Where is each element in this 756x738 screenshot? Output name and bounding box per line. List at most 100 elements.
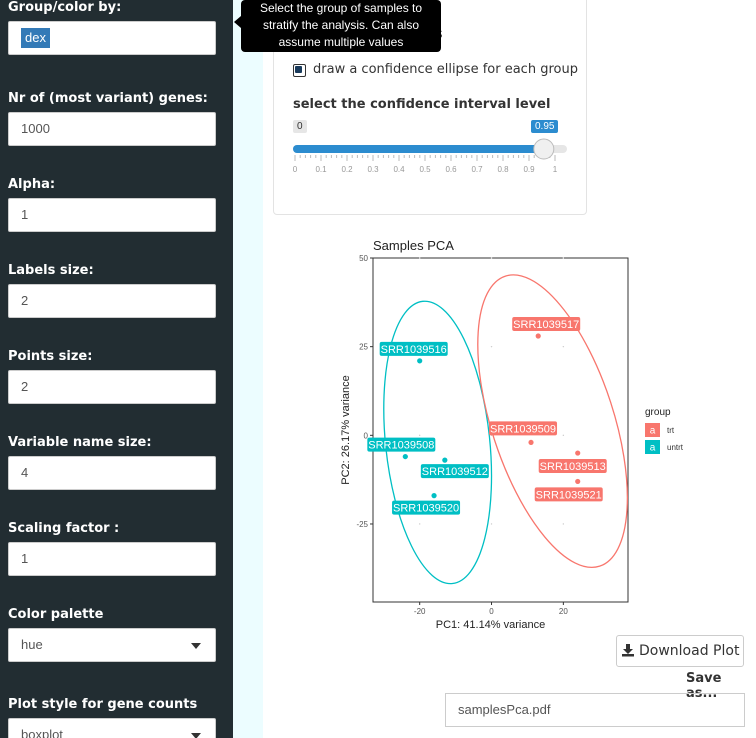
slider-min-bubble: 0 — [293, 120, 307, 133]
x-axis-label: PC1: 41.14% variance — [436, 619, 545, 630]
tooltip-arrow — [234, 16, 241, 28]
legend-label: untrt — [667, 443, 684, 452]
legend-key-symbol: a — [650, 443, 656, 454]
slider-tick-label: 0 — [293, 165, 298, 174]
data-point — [417, 358, 423, 364]
variable-name-size-input[interactable]: 4 — [8, 456, 216, 490]
data-point — [528, 439, 534, 446]
group-tag[interactable]: dex — [21, 28, 50, 48]
grid-dot — [490, 345, 493, 348]
scaling-factor-label: Scaling factor : — [8, 521, 120, 536]
legend-key — [645, 423, 660, 437]
alpha-label: Alpha: — [8, 177, 56, 192]
y-axis-label: PC2: 26.17% variance — [340, 375, 352, 484]
grid-dot — [418, 523, 421, 525]
x-tick-label: 20 — [559, 607, 568, 616]
x-tick-label: -20 — [414, 607, 426, 616]
grid-dot — [418, 434, 421, 437]
slider-fill — [293, 145, 544, 153]
data-point — [535, 333, 541, 339]
point-label: SRR1039516 — [381, 344, 447, 356]
points-size-input[interactable]: 2 — [8, 370, 216, 404]
point-label: SRR1039512 — [422, 466, 488, 478]
labels-size-input[interactable]: 2 — [8, 284, 216, 318]
tooltip-line: assume multiple values — [278, 35, 404, 49]
color-palette-select[interactable]: hue — [8, 628, 216, 662]
color-palette-value: hue — [21, 637, 43, 652]
point-label-box — [534, 487, 603, 502]
scaling-factor-input[interactable]: 1 — [8, 542, 216, 576]
plot-style-label: Plot style for gene counts — [8, 697, 198, 712]
slider-tick-label: 0.5 — [419, 165, 431, 174]
grid-dot — [562, 257, 565, 259]
grid-dot — [562, 345, 565, 348]
download-plot-label: Download Plot — [639, 643, 740, 659]
point-label-box — [538, 459, 607, 474]
tooltip-line: stratify the analysis. Can also — [262, 18, 420, 32]
data-point — [431, 493, 437, 499]
slider-value-bubble: 0.95 — [531, 120, 559, 133]
color-palette-label: Color palette — [8, 607, 104, 622]
slider-tick-label: 0.7 — [471, 165, 483, 174]
slider-handle[interactable] — [533, 138, 555, 160]
group-color-label: Group/color by: — [8, 0, 122, 15]
slider-heading: select the confidence interval level — [293, 97, 551, 112]
point-label-box — [367, 437, 436, 452]
point-label-box — [512, 317, 581, 332]
point-label-box — [379, 341, 448, 356]
legend-title: group — [645, 407, 671, 418]
slider-tick-label: 0.9 — [523, 165, 535, 174]
legend-key-symbol: a — [650, 426, 656, 437]
save-as-input[interactable]: samplesPca.pdf — [445, 693, 745, 727]
data-point — [575, 478, 581, 485]
point-label: SRR1039509 — [490, 423, 556, 435]
group-color-select[interactable]: dex — [8, 21, 216, 55]
chevron-down-icon — [191, 733, 201, 738]
slider-tick-label: 0.8 — [497, 165, 509, 174]
labels-size-label: Labels size: — [8, 263, 94, 278]
nr-genes-input[interactable]: 1000 — [8, 112, 216, 146]
trt-confidence-ellipse — [477, 274, 629, 569]
y-tick-label: 50 — [359, 254, 368, 263]
slider-tick-label: 0.4 — [393, 165, 405, 174]
alpha-input[interactable]: 1 — [8, 198, 216, 232]
chart-title: Samples PCA — [373, 238, 454, 253]
grid-dot — [490, 257, 493, 259]
point-label-box — [392, 500, 461, 515]
point-label-box — [420, 464, 489, 479]
content-gutter — [233, 0, 263, 738]
tooltip: Select the group of samples to stratify … — [241, 0, 441, 52]
y-tick-label: 25 — [359, 343, 368, 352]
ellipse-checkbox-label: draw a confidence ellipse for each group — [313, 62, 578, 77]
y-tick-label: -25 — [356, 520, 368, 529]
grid-dot — [562, 434, 565, 437]
plot-style-value: boxplot — [21, 727, 63, 738]
variable-name-size-label: Variable name size: — [8, 435, 152, 450]
slider-tick-label: 0.6 — [445, 165, 457, 174]
slider-tick-label: 0.3 — [367, 165, 379, 174]
slider-tick-label: 0.1 — [315, 165, 327, 174]
download-icon — [621, 644, 634, 657]
legend-label: trt — [667, 426, 675, 435]
tooltip-line: Select the group of samples to — [259, 1, 423, 15]
y-tick-label: 0 — [364, 431, 369, 440]
points-size-label: Points size: — [8, 349, 93, 364]
plot-style-select[interactable]: boxplot — [8, 718, 216, 738]
point-label-box — [489, 421, 558, 436]
slider-tick-label: 1 — [553, 165, 558, 174]
chevron-down-icon — [191, 643, 201, 649]
point-label: SRR1039513 — [540, 461, 606, 473]
grid-dot — [490, 523, 493, 525]
point-label: SRR1039517 — [513, 319, 579, 331]
ellipse-checkbox[interactable] — [293, 64, 306, 77]
grid-dot — [418, 257, 421, 259]
data-point — [442, 457, 448, 463]
grid-dot — [562, 523, 565, 525]
data-point — [575, 450, 581, 456]
download-plot-button[interactable]: Download Plot — [616, 635, 744, 667]
point-label: SRR1039520 — [393, 503, 459, 515]
x-tick-label: 0 — [489, 607, 494, 616]
nr-genes-label: Nr of (most variant) genes: — [8, 91, 208, 106]
